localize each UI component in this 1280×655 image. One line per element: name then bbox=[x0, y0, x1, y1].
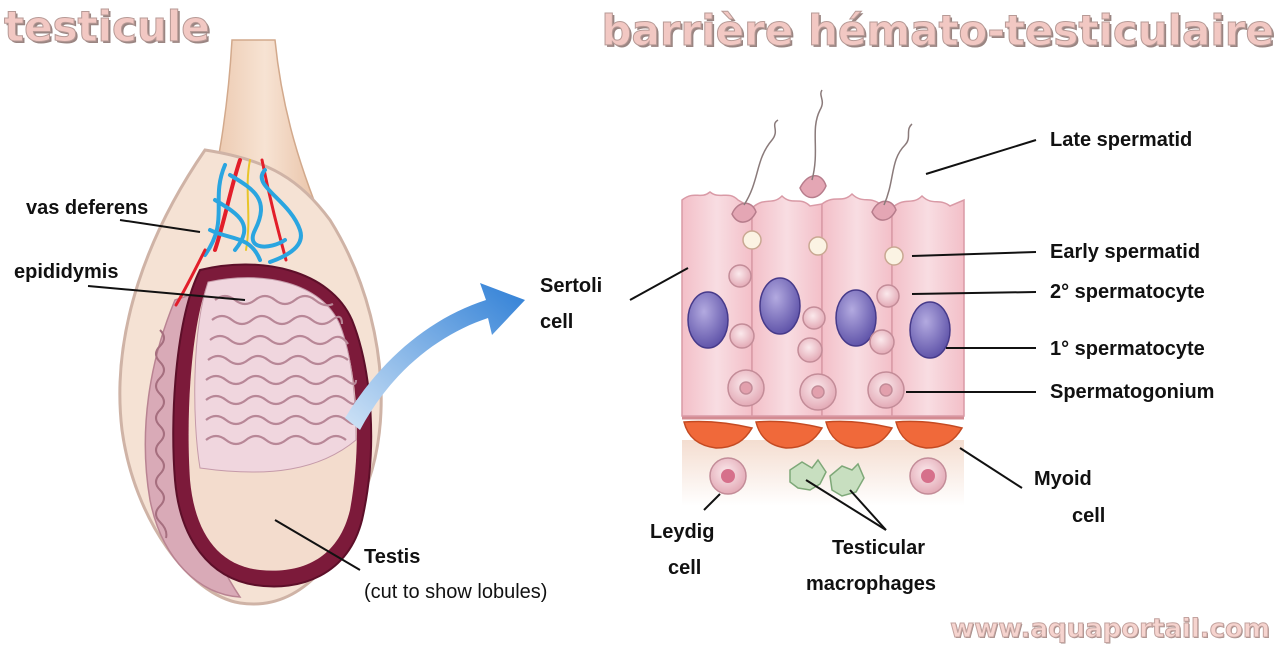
early-spermatid-label: Early spermatid bbox=[1050, 241, 1200, 263]
early-spermatid-pointer bbox=[911, 251, 1037, 257]
testis-label: Testis bbox=[364, 546, 420, 568]
epididymis-coil-texture bbox=[155, 329, 168, 539]
leydig-label-line1: Leydig bbox=[650, 521, 714, 543]
blood-vessels bbox=[174, 158, 303, 307]
spermatocytes bbox=[728, 264, 900, 363]
early-spermatids bbox=[742, 230, 904, 266]
leydig-label-line2: cell bbox=[668, 557, 701, 579]
secondary-spermatocyte-pointer bbox=[911, 291, 1037, 295]
spermatogonia bbox=[727, 369, 905, 411]
sertoli-pointer bbox=[629, 267, 689, 301]
vas-deferens-pointer bbox=[119, 219, 201, 233]
page-title-right: barrière hémato-testiculaire bbox=[601, 6, 1275, 55]
secondary-spermatocyte-label: 2° spermatocyte bbox=[1050, 281, 1205, 303]
testis-illustration bbox=[118, 39, 383, 606]
macrophage-label-line1: Testicular bbox=[832, 537, 925, 559]
vas-deferens-label: vas deferens bbox=[26, 197, 148, 219]
myoid-label-line2: cell bbox=[1072, 505, 1105, 527]
page-title-left: testicule bbox=[4, 2, 211, 51]
macrophage-label-line2: macrophages bbox=[806, 573, 936, 595]
tissue-labels: Late spermatid Sertoli cell Early sperma… bbox=[540, 129, 1214, 595]
epididymis-pointer bbox=[87, 285, 246, 301]
myoid-pointer bbox=[959, 447, 1023, 489]
barrier-illustration bbox=[681, 89, 965, 506]
leydig-pointer bbox=[703, 493, 721, 511]
testis-pointer bbox=[274, 519, 361, 571]
site-watermark: www.aquaportail.com bbox=[950, 614, 1271, 645]
sperm-tails bbox=[743, 89, 913, 206]
epididymis-label: epididymis bbox=[14, 261, 118, 283]
leydig-cell-shape bbox=[709, 457, 947, 495]
myoid-cells bbox=[683, 420, 964, 449]
spermatogonium-label: Spermatogonium bbox=[1050, 381, 1214, 403]
sertoli-label-line2: cell bbox=[540, 311, 573, 333]
late-spermatids bbox=[731, 175, 897, 223]
myoid-label-line1: Myoid bbox=[1034, 468, 1092, 490]
macrophage-shapes bbox=[789, 458, 865, 497]
sertoli-nuclei bbox=[687, 277, 951, 359]
macrophage-pointer-b bbox=[849, 489, 887, 531]
late-spermatid-pointer bbox=[925, 139, 1037, 175]
testis-note-label: (cut to show lobules) bbox=[364, 581, 547, 603]
macrophage-pointer-a bbox=[805, 479, 887, 531]
magnify-arrow bbox=[345, 283, 525, 430]
late-spermatid-label: Late spermatid bbox=[1050, 129, 1192, 151]
sertoli-label-line1: Sertoli bbox=[540, 275, 602, 297]
testis-pointer-lines bbox=[87, 219, 361, 571]
testis-labels: vas deferens epididymis Testis (cut to s… bbox=[14, 197, 547, 603]
barrier-pointer-lines bbox=[629, 139, 1037, 531]
primary-spermatocyte-label: 1° spermatocyte bbox=[1050, 338, 1205, 360]
